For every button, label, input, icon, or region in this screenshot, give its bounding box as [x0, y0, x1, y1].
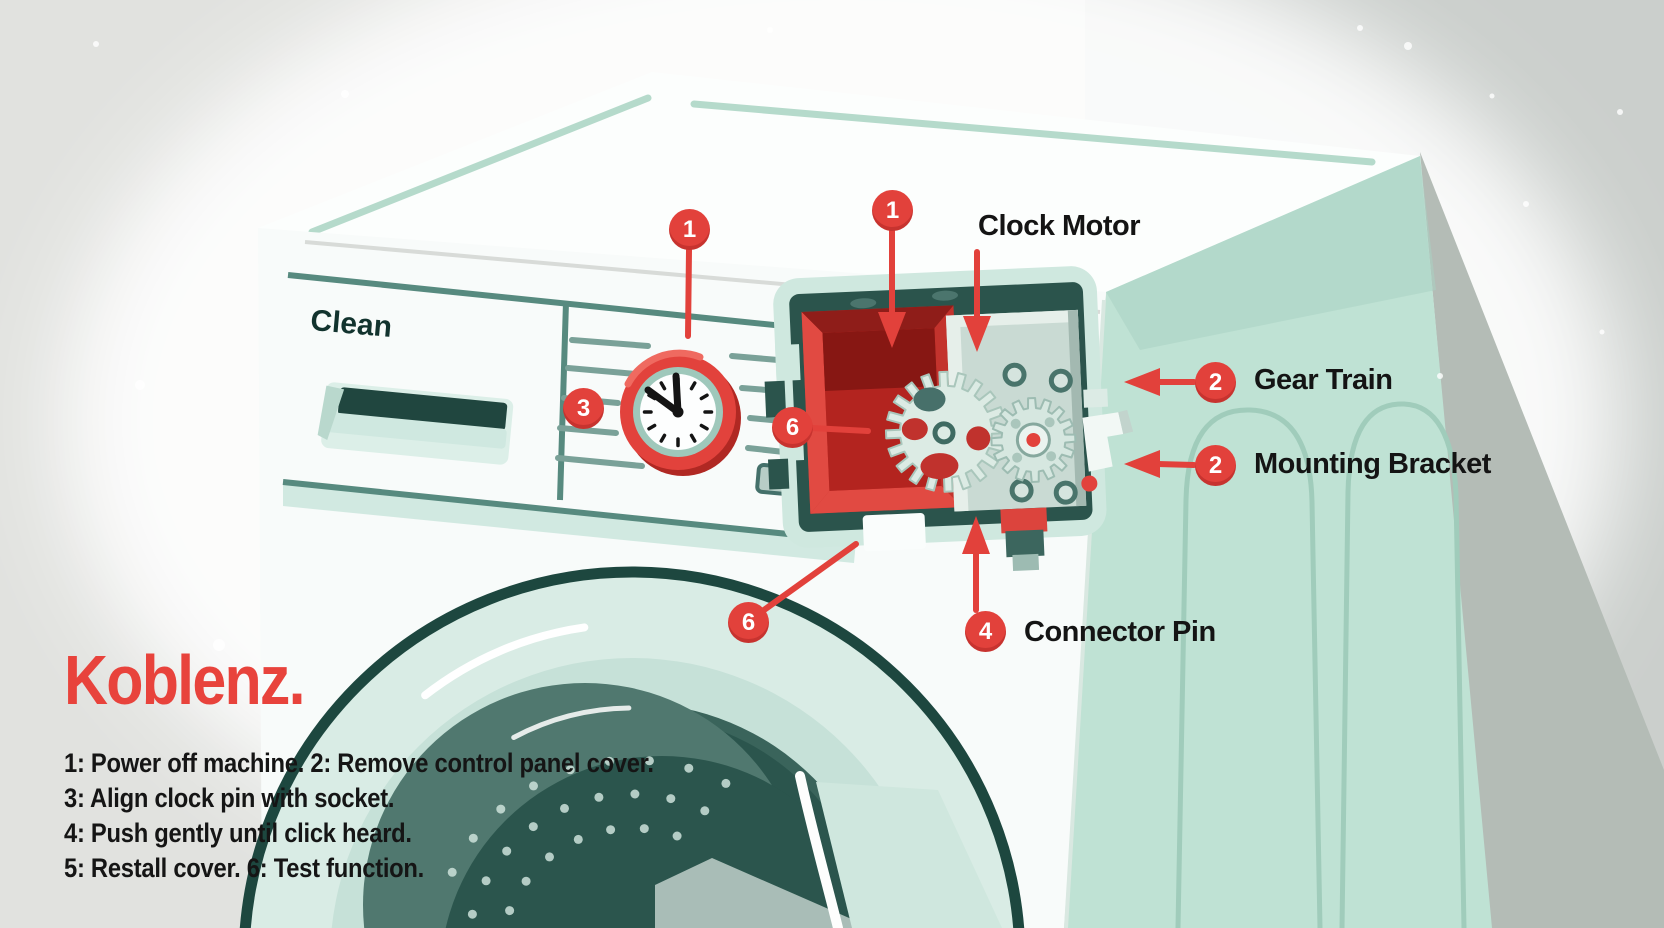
label-mounting-bracket: Mounting Bracket	[1254, 448, 1491, 480]
side-arch-line	[1175, 407, 1323, 928]
line-step1-to-clock	[685, 247, 692, 339]
callout-badge-step3: 3	[563, 388, 604, 429]
clock-motor-module	[764, 266, 1134, 571]
label-connector-pin: Connector Pin	[1024, 616, 1216, 648]
mounting-bracket-part	[1082, 412, 1124, 472]
callout-badge-step2-gear: 2	[1195, 362, 1236, 403]
label-gear-train: Gear Train	[1254, 364, 1393, 396]
callout-badge-step2-bracket: 2	[1195, 445, 1236, 486]
instructions: 1: Power off machine. 2: Remove control …	[64, 746, 654, 886]
control-panel	[282, 240, 1101, 563]
washing-machine	[239, 72, 1492, 928]
screw	[1002, 362, 1027, 387]
cast-shadow	[1420, 152, 1664, 928]
instruction-line: 4: Push gently until click heard.	[64, 818, 412, 848]
callout-badge-step6-module: 6	[772, 407, 813, 448]
timer-clock-knob	[620, 349, 741, 476]
clock-hour-hand	[644, 386, 682, 416]
connector-pin-part	[1000, 507, 1048, 571]
machine-top-face	[258, 72, 1420, 292]
panel-mode-label: Clean	[309, 304, 394, 344]
panel-divider	[557, 301, 569, 501]
callout-badge-step4: 4	[965, 611, 1006, 652]
background-speckles	[93, 25, 1623, 651]
callout-badge-step1-clock: 1	[669, 209, 710, 250]
callout-badge-step1-module: 1	[872, 190, 913, 231]
callout-badge-step6-panel: 6	[728, 602, 769, 643]
line-mounting-bracket	[1155, 461, 1197, 468]
panel-bottom-edge	[282, 479, 857, 544]
screw	[1048, 368, 1073, 393]
machine-side-face	[1064, 156, 1492, 928]
line-step6-to-panel	[761, 541, 859, 613]
module-tab	[862, 512, 926, 552]
side-arch-line	[1339, 401, 1467, 928]
gear-hub-pin	[1026, 432, 1041, 447]
drum-perforation-dots	[447, 756, 731, 919]
door	[239, 566, 1025, 928]
gear-train-gears	[884, 370, 1077, 493]
label-clock-motor: Clock Motor	[978, 210, 1141, 242]
detergent-drawer	[317, 382, 514, 465]
instruction-line: 1: Power off machine. 2: Remove control …	[64, 748, 654, 778]
brand-logo: Koblenz.	[64, 641, 306, 719]
instruction-line: 3: Align clock pin with socket.	[64, 783, 395, 813]
callout-lines	[685, 228, 1197, 613]
door-edge-highlight	[795, 771, 843, 928]
screw	[1053, 480, 1078, 505]
drum-paddle	[655, 858, 872, 928]
door-rim-wedge	[816, 782, 1002, 928]
clock-minute-hand	[672, 372, 682, 416]
instruction-line: 5: Restall cover. 6: Test function.	[64, 853, 425, 883]
line-step6-to-box	[809, 425, 871, 434]
